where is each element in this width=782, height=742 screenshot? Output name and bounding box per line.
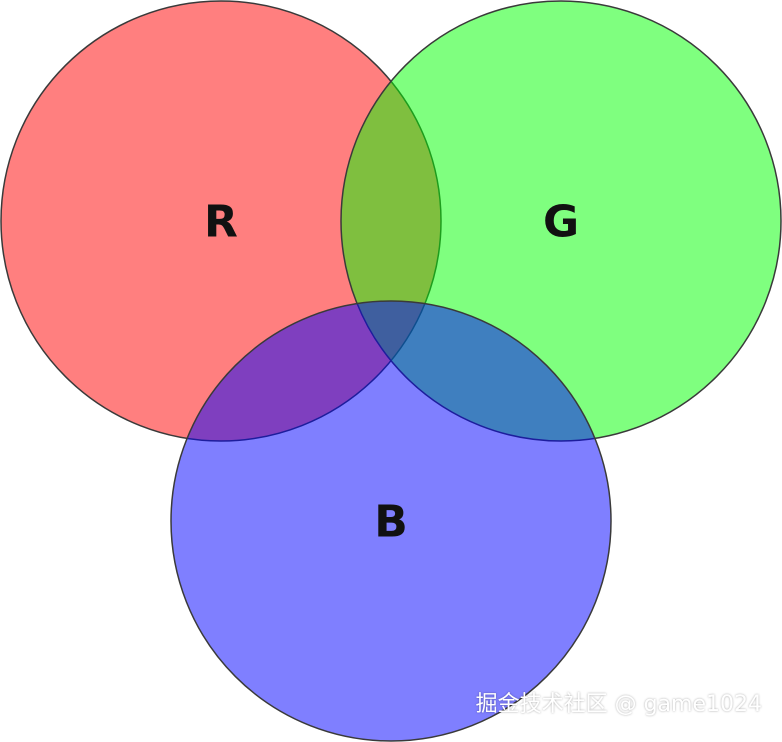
circle-blue (170, 300, 612, 742)
label-g: G (543, 197, 579, 248)
label-b: B (374, 497, 408, 548)
watermark-text: 掘金技术社区 @ game1024 (475, 692, 762, 717)
label-r: R (204, 197, 238, 248)
